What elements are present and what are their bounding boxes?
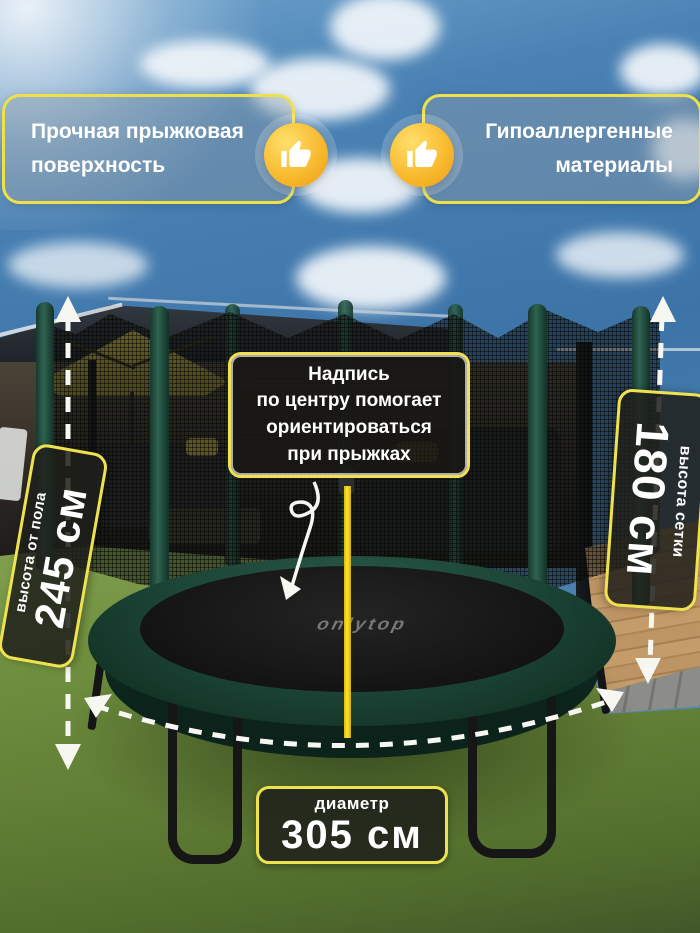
diameter-value: 305 см <box>281 813 423 857</box>
cloud <box>330 0 440 60</box>
cloud <box>620 44 700 96</box>
arrow-up-icon <box>650 296 676 322</box>
thumbs-up-icon <box>390 123 454 187</box>
feature-text-line: Гипоаллергенные <box>485 120 673 144</box>
mat-brand-logo: onlytop <box>314 615 410 634</box>
note-line: по центру помогает <box>256 390 442 412</box>
feature-text-line: материалы <box>555 154 673 177</box>
trampoline-leg <box>168 698 242 864</box>
cloud <box>8 242 148 288</box>
center-line-marker <box>344 486 351 738</box>
diameter-caption: диаметр <box>314 794 390 813</box>
note-line: ориентироваться <box>266 417 432 438</box>
cloud <box>140 40 270 88</box>
trampoline-leg <box>468 694 556 858</box>
cloud <box>556 232 684 278</box>
jumping-mat <box>140 566 564 692</box>
net-height-label: высота сетки 180 см <box>603 388 700 612</box>
diameter-label: диаметр 305 см <box>256 786 448 864</box>
thumbs-up-icon <box>264 123 328 187</box>
feature-text-line: поверхность <box>31 154 166 177</box>
feature-callout-hypoallergenic: Гипоаллергенные материалы <box>422 94 700 204</box>
note-line: при прыжках <box>287 443 411 465</box>
center-note-callout: Надпись по центру помогает ориентировать… <box>228 352 470 478</box>
note-line: Надпись <box>308 363 390 385</box>
cloud <box>296 246 446 310</box>
feature-callout-durable-surface: Прочная прыжковая поверхность <box>2 94 295 204</box>
feature-text-line: Прочная прыжковая <box>31 120 244 144</box>
